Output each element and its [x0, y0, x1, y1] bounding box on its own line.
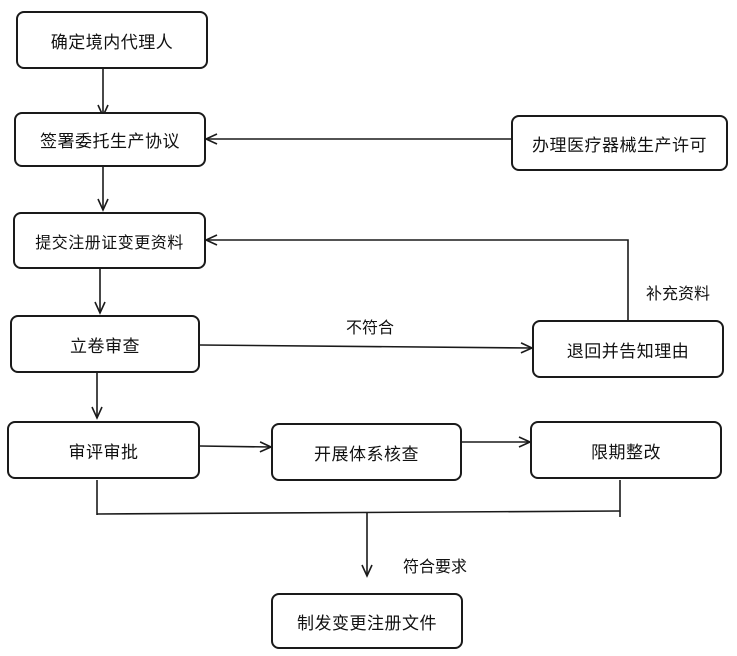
step-sign-agreement: 签署委托生产协议 — [14, 112, 206, 167]
step-filing-review: 立卷审查 — [10, 315, 200, 373]
arrow-filing-to-return — [199, 342, 534, 354]
label-supplement: 补充资料 — [646, 284, 711, 303]
label-conform: 符合要求 — [403, 557, 468, 576]
step-determine-agent: 确定境内代理人 — [16, 11, 208, 69]
arrow-review-to-inspection — [199, 441, 273, 453]
step-return-notify: 退回并告知理由 — [532, 320, 724, 378]
step-system-inspection: 开展体系核查 — [271, 423, 462, 481]
step-review-approve: 审评审批 — [7, 421, 200, 479]
arrow-return-to-submit — [204, 234, 629, 320]
step-production-license: 办理医疗器械生产许可 — [511, 115, 728, 171]
step-rectify: 限期整改 — [530, 421, 722, 479]
step-issue-document: 制发变更注册文件 — [271, 593, 463, 649]
step-submit-documents: 提交注册证变更资料 — [13, 212, 206, 269]
label-not-conform: 不符合 — [346, 318, 395, 337]
merge-bar — [96, 510, 621, 515]
